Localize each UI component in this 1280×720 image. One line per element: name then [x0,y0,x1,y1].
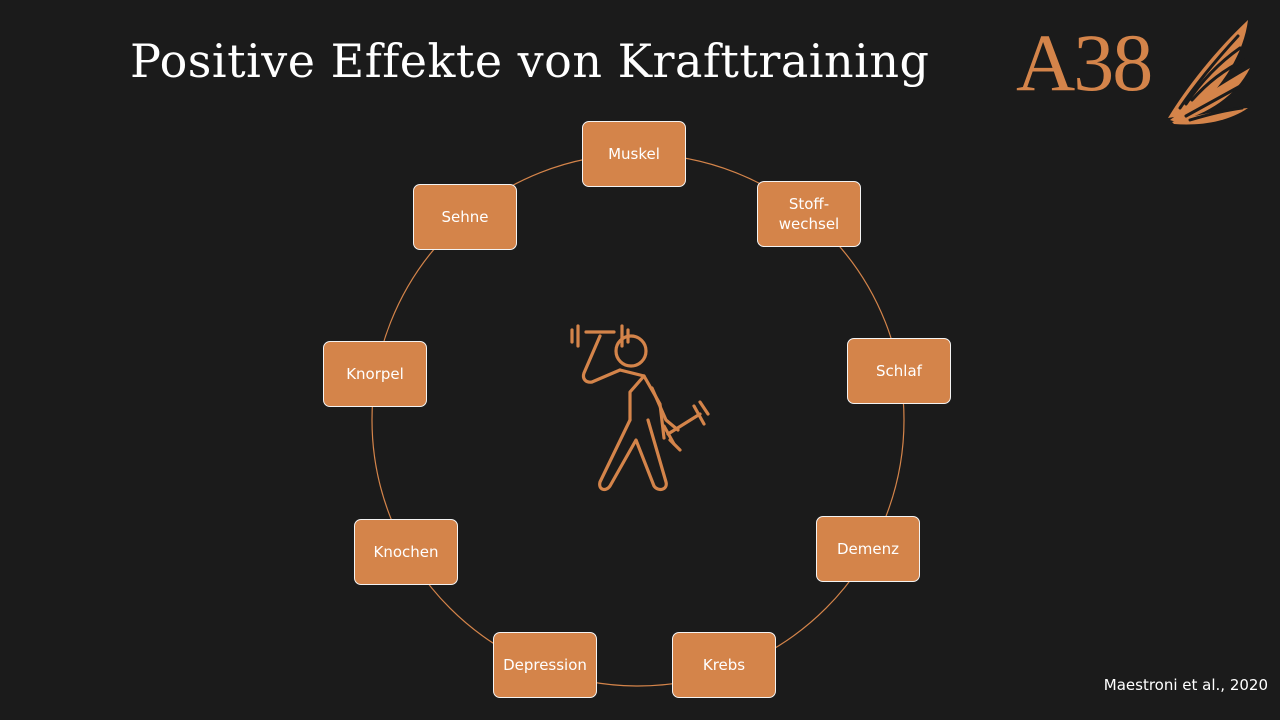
citation: Maestroni et al., 2020 [1103,676,1268,694]
node-knorpel: Knorpel [323,341,427,407]
node-krebs: Krebs [672,632,776,698]
node-depression: Depression [493,632,597,698]
node-demenz: Demenz [816,516,920,582]
brand-logo: A38 [1014,16,1254,128]
logo-text: A38 [1016,17,1153,108]
person-lifting-dumbbells-icon [570,324,710,492]
wing-icon [1168,20,1250,125]
slide-title: Positive Effekte von Krafttraining [130,34,930,88]
node-stoffwechsel: Stoff- wechsel [757,181,861,247]
node-knochen: Knochen [354,519,458,585]
node-sehne: Sehne [413,184,517,250]
node-muskel: Muskel [582,121,686,187]
node-schlaf: Schlaf [847,338,951,404]
